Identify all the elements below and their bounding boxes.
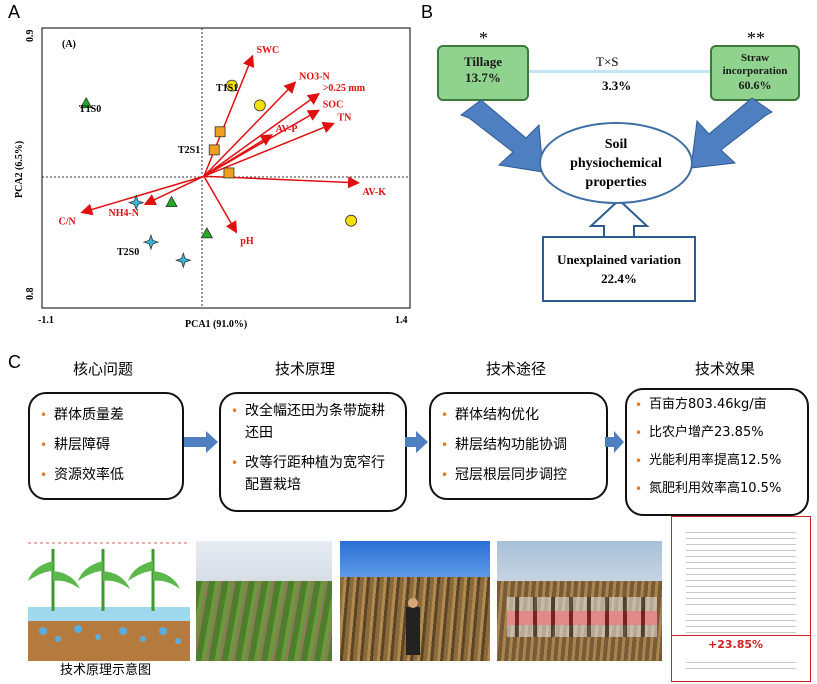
sample-point-triangle — [200, 227, 214, 239]
sample-point-circle — [253, 99, 266, 112]
panel-label-a: A — [8, 2, 21, 22]
pca-biplot: (A) -1.1 1.4 0.9 0.8 PCA1 (91.0%) PCA2 (… — [14, 27, 411, 330]
sample-point-square — [223, 167, 235, 179]
unexplained-percent: 22.4% — [601, 271, 637, 286]
loading-label: C/N — [59, 216, 77, 227]
principle-box: •改全幅还田为条带旋耕还田 •改等行距种植为宽窄行配置栽培 — [219, 392, 407, 512]
list-item: •耕层结构功能协调 — [441, 437, 567, 453]
unexplained-label: Unexplained variation — [557, 252, 681, 267]
loading-label: AV-K — [362, 187, 386, 198]
ellipse-line1: Soil — [604, 136, 628, 152]
schematic-caption: 技术原理示意图 — [60, 663, 152, 678]
sample-point-square — [214, 126, 226, 138]
straw-label-line1: Straw — [740, 52, 770, 64]
flow-arrow-2 — [405, 431, 428, 453]
field-photo-2 — [340, 541, 490, 661]
flow-arrow-1 — [184, 431, 218, 453]
list-item: •改全幅还田为条带旋耕还田 — [231, 403, 385, 441]
loading-label: >0.25 mm — [323, 83, 366, 94]
sample-point-circle — [225, 79, 238, 92]
sample-point-star — [127, 194, 145, 211]
loading-label: pH — [240, 236, 254, 247]
loading-label: SOC — [323, 99, 344, 110]
column-heading-2: 技术原理 — [274, 360, 335, 378]
problems-box: •群体质量差 •耕层障碍 •资源效率低 — [28, 392, 184, 500]
tillage-box: Tillage 13.7% — [437, 45, 529, 101]
loading-label: SWC — [256, 45, 279, 56]
loading-label: TN — [337, 113, 352, 124]
list-item: •群体结构优化 — [441, 407, 539, 423]
document-highlight: +23.85% — [708, 638, 764, 651]
x-tick-max: 1.4 — [395, 315, 408, 326]
loading-arrow — [143, 175, 205, 206]
list-item: •比农户增产23.85% — [635, 425, 764, 440]
list-item: •群体质量差 — [40, 407, 124, 423]
loading-arrow — [203, 81, 297, 177]
unexplained-box: Unexplained variation 22.4% — [542, 236, 696, 302]
point-label-t2s1: T2S1 — [178, 145, 200, 156]
interaction-percent: 3.3% — [602, 78, 632, 93]
sample-point-star — [142, 233, 160, 251]
loading-label: NH4-N — [108, 208, 139, 219]
loading-arrow — [203, 54, 255, 177]
list-item: •氮肥利用效率高10.5% — [635, 481, 782, 496]
straw-significance: ** — [747, 28, 765, 48]
y-tick-max: 0.9 — [25, 30, 36, 43]
loading-label: AV-P — [276, 124, 298, 135]
y-axis-label: PCA2 (6.5%) — [14, 141, 25, 198]
tillage-significance: * — [479, 28, 488, 48]
loading-arrow — [203, 134, 273, 177]
x-axis-label: PCA1 (91.0%) — [185, 319, 247, 330]
tillage-label: Tillage — [463, 54, 503, 69]
straw-percent: 60.6% — [738, 78, 772, 92]
sample-point-circle — [345, 214, 358, 227]
column-heading-3: 技术途径 — [485, 360, 546, 378]
effects-box: •百亩方803.46kg/亩 •比农户增产23.85% •光能利用率提高12.5… — [625, 388, 809, 516]
straw-box: Straw incorporation 60.6% — [710, 45, 800, 101]
ellipse-line2: physiochemical — [570, 155, 662, 171]
schematic-image — [28, 541, 190, 661]
interaction-label: T×S — [596, 54, 619, 69]
x-tick-min: -1.1 — [38, 315, 54, 326]
list-item: •改等行距种植为宽窄行配置栽培 — [231, 455, 385, 493]
flow-arrow-3 — [605, 431, 624, 453]
loading-arrow — [203, 121, 335, 177]
loading-arrow — [203, 175, 238, 234]
sample-point-triangle — [165, 195, 178, 207]
approach-box: •群体结构优化 •耕层结构功能协调 •冠层根层同步调控 — [429, 392, 608, 500]
list-item: •资源效率低 — [40, 467, 124, 483]
list-item: •冠层根层同步调控 — [441, 467, 567, 483]
variance-diagram: * ** Tillage 13.7% T×S 3.3% Straw incorp… — [421, 0, 817, 345]
sample-points — [79, 79, 358, 269]
interaction-line — [529, 70, 711, 73]
sample-point-square — [208, 144, 220, 156]
list-item: •百亩方803.46kg/亩 — [635, 397, 767, 412]
group-photo — [497, 541, 662, 661]
point-label-t2s0: T2S0 — [117, 247, 139, 258]
column-heading-4: 技术效果 — [694, 360, 755, 378]
panel-label-c: C — [8, 352, 21, 372]
loading-arrow — [80, 175, 205, 216]
loading-label: NO3-N — [299, 71, 330, 82]
chart-panel-tag: (A) — [62, 39, 76, 50]
point-label-t1s1: T1S1 — [216, 83, 238, 94]
field-photo-1 — [196, 541, 332, 661]
ellipse-line3: properties — [585, 174, 647, 190]
loading-vectors: SWC NO3-N>0.25 mm SOC TN AV-P AV-K pH NH4-N C/N — [59, 45, 387, 247]
y-tick-min: 0.8 — [25, 288, 36, 301]
arrows-graphic — [459, 97, 773, 239]
column-heading-1: 核心问题 — [72, 360, 133, 378]
tillage-percent: 13.7% — [465, 70, 501, 85]
point-label-t1s0: T1S0 — [79, 104, 101, 115]
sample-point-triangle — [79, 96, 93, 109]
list-item: •耕层障碍 — [40, 437, 110, 453]
panel-label-b: B — [421, 2, 434, 22]
soil-properties-ellipse: Soil physiochemical properties — [539, 122, 693, 204]
sample-point-star — [175, 251, 192, 269]
certificate-document: +23.85% — [671, 516, 811, 682]
list-item: •光能利用率提高12.5% — [635, 453, 782, 468]
straw-label-line2: incorporation — [722, 65, 788, 77]
